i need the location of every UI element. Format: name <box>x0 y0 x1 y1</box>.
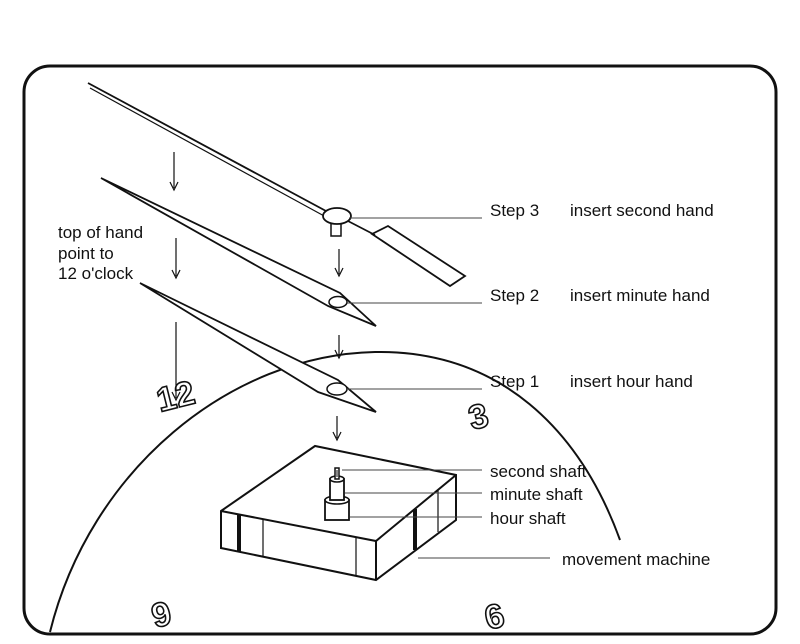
minute-hand <box>100 177 377 327</box>
part-labels: second shaft minute shaft hour shaft mov… <box>490 462 710 569</box>
step-1-text: insert hour hand <box>570 372 693 391</box>
clock-face-outline <box>49 350 621 633</box>
assembly-arrows <box>169 152 344 442</box>
dial-number-three: 3 <box>465 396 493 437</box>
step-labels: Step 3 insert second hand Step 2 insert … <box>490 201 714 391</box>
second-shaft-label: second shaft <box>490 462 587 481</box>
note-line-2: point to <box>58 244 114 263</box>
hour-shaft-label: hour shaft <box>490 509 566 528</box>
second-hand <box>87 82 467 288</box>
step-3-number: Step 3 <box>490 201 539 220</box>
dial-number-nine: 9 <box>148 594 176 635</box>
note-line-1: top of hand <box>58 223 143 242</box>
dial-number-six: 6 <box>481 596 509 637</box>
minute-shaft-label: minute shaft <box>490 485 583 504</box>
step-2-text: insert minute hand <box>570 286 710 305</box>
step-1-number: Step 1 <box>490 372 539 391</box>
shaft-assembly <box>324 467 350 521</box>
note-line-3: 12 o'clock <box>58 264 134 283</box>
hour-hand <box>139 282 377 413</box>
step-2-number: Step 2 <box>490 286 539 305</box>
step-3-text: insert second hand <box>570 201 714 220</box>
hand-orientation-note: top of hand point to 12 o'clock <box>58 223 143 283</box>
leader-lines <box>342 217 550 559</box>
diagram-frame <box>22 64 778 636</box>
movement-machine-label: movement machine <box>562 550 710 569</box>
